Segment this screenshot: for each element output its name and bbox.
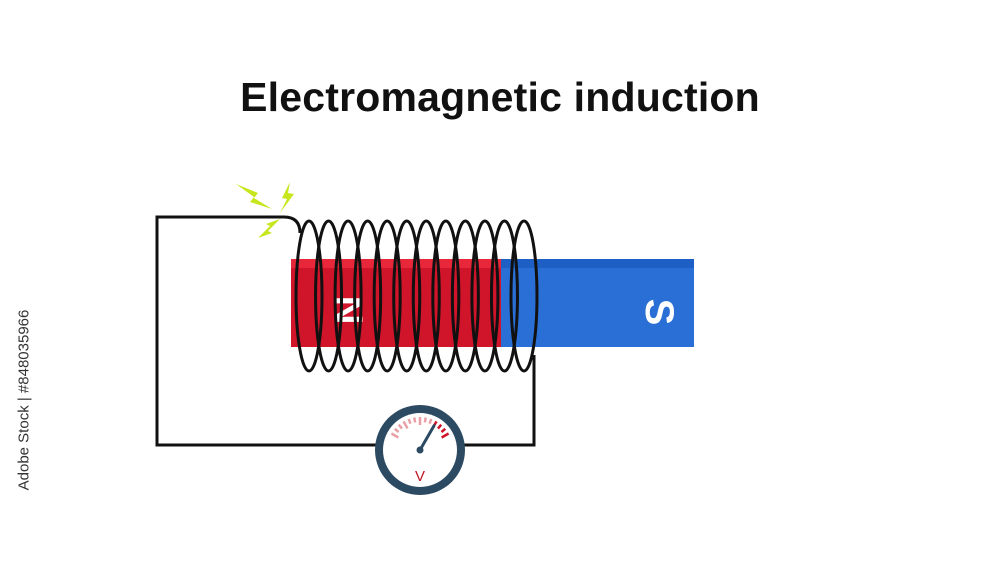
coil (294, 219, 539, 373)
magnet-south-pole (501, 259, 694, 347)
voltmeter-label: V (415, 468, 425, 485)
coil-turn (450, 219, 480, 373)
bar-magnet: N S (291, 259, 694, 347)
voltmeter-needle (418, 424, 436, 452)
voltmeter-tick (440, 427, 447, 433)
voltmeter: V (375, 405, 465, 495)
spark-bolt-top (280, 182, 294, 213)
coil-turn (509, 219, 539, 373)
voltmeter-tick (441, 432, 450, 439)
circuit-wire-return (462, 355, 536, 447)
voltmeter-tick (390, 432, 399, 439)
coil-turn (411, 219, 441, 373)
voltmeter-tick (437, 423, 443, 430)
coil-turn (392, 219, 422, 373)
voltmeter-tick (428, 418, 433, 425)
spark-icon (236, 182, 294, 238)
coil-turn (431, 219, 461, 373)
voltmeter-tick (413, 417, 417, 423)
coil-turn (353, 219, 383, 373)
coil-turn (294, 219, 324, 373)
south-pole-label: S (637, 299, 681, 326)
spark-bolt-bottom (258, 219, 280, 238)
north-pole-label: N (326, 296, 370, 325)
coil-turn (489, 219, 519, 373)
circuit-wire (155, 215, 378, 447)
spark-bolt-left (236, 184, 272, 209)
coil-turn (372, 219, 402, 373)
coil-turn (470, 219, 500, 373)
voltmeter-tick (393, 427, 400, 433)
voltmeter-tick (407, 418, 412, 425)
coil-turn (333, 219, 363, 373)
voltmeter-pivot (416, 446, 424, 454)
coil-turn (314, 219, 344, 373)
magnet-south-highlight (501, 259, 694, 268)
diagram-title: Electromagnetic induction (240, 74, 760, 120)
voltmeter-tick (397, 423, 403, 430)
voltmeter-tick (402, 420, 409, 429)
voltmeter-tick (423, 417, 427, 423)
